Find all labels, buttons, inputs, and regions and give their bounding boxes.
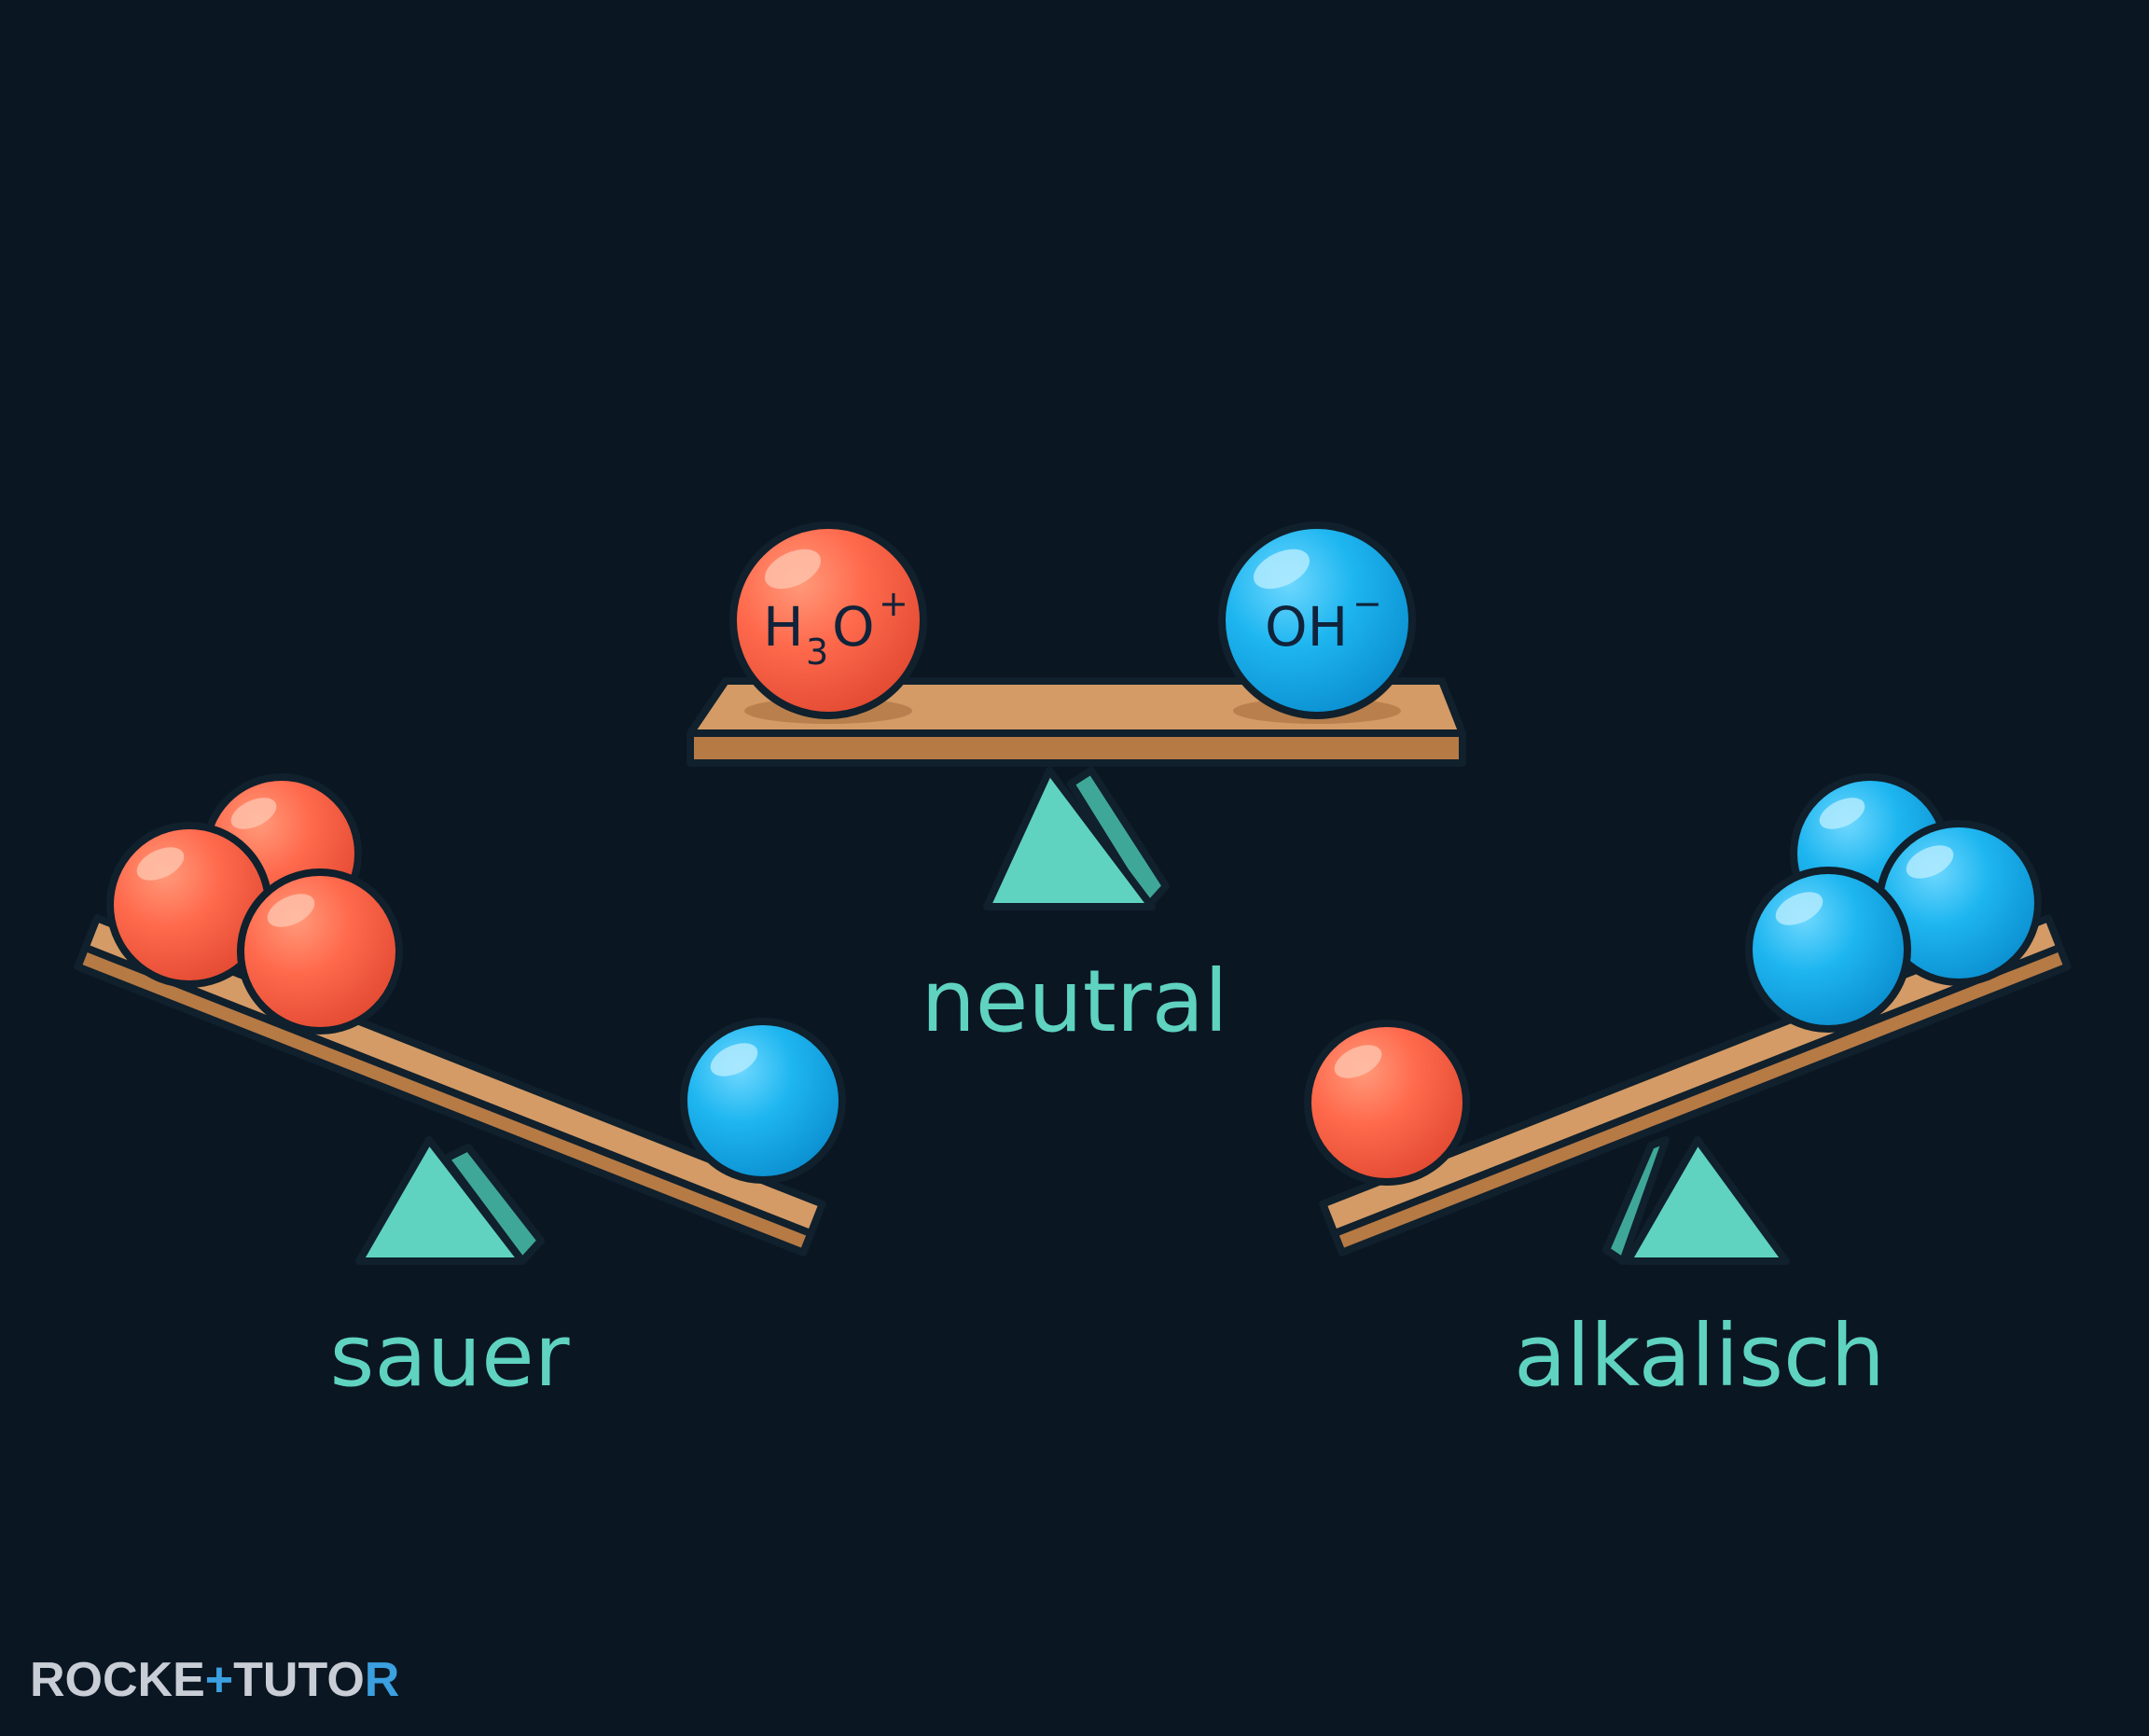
hydroxide-label-main: OH	[1265, 595, 1348, 659]
hydronium-label-sub: 3	[806, 632, 828, 673]
brand-last: R	[365, 1653, 400, 1707]
hydronium-ion-ball: H 3 O +	[729, 521, 927, 719]
brand-wordmark: ROCKE+TUTOR	[30, 1653, 399, 1707]
acidic-hydroxide-ion	[680, 1018, 846, 1184]
label-neutral: neutral	[921, 951, 1227, 1051]
brand-plus: +	[205, 1653, 233, 1707]
brand-part1: ROCKE	[30, 1653, 205, 1707]
hydronium-ion-ball	[237, 868, 403, 1035]
hydroxide-ion-ball	[1745, 867, 1911, 1033]
label-basic: alkalisch	[1514, 1306, 1885, 1406]
acidic-seesaw: sauer	[74, 773, 846, 1406]
hydroxide-label-charge: −	[1352, 583, 1382, 624]
hydronium-label-main: H	[763, 595, 804, 659]
brand-part2: TUTO	[233, 1653, 365, 1707]
hydronium-label-charge: +	[879, 583, 908, 624]
basic-seesaw: alkalisch	[1304, 773, 2072, 1406]
brand-logo: ROCKE+TUTOR	[30, 1653, 399, 1707]
label-acidic: sauer	[329, 1306, 569, 1406]
hydroxide-ion-ball: OH −	[1218, 521, 1416, 719]
basic-hydronium-ion	[1304, 1020, 1470, 1186]
neutral-seesaw: H 3 O + OH − neutral	[686, 521, 1466, 1051]
acidic-hydronium-ions	[106, 773, 403, 1035]
basic-hydroxide-ions	[1745, 773, 2042, 1033]
acidic-fulcrum	[355, 1136, 545, 1265]
hydronium-label-tail: O	[832, 595, 875, 659]
basic-fulcrum	[1602, 1136, 1790, 1265]
neutral-fulcrum	[983, 767, 1170, 910]
